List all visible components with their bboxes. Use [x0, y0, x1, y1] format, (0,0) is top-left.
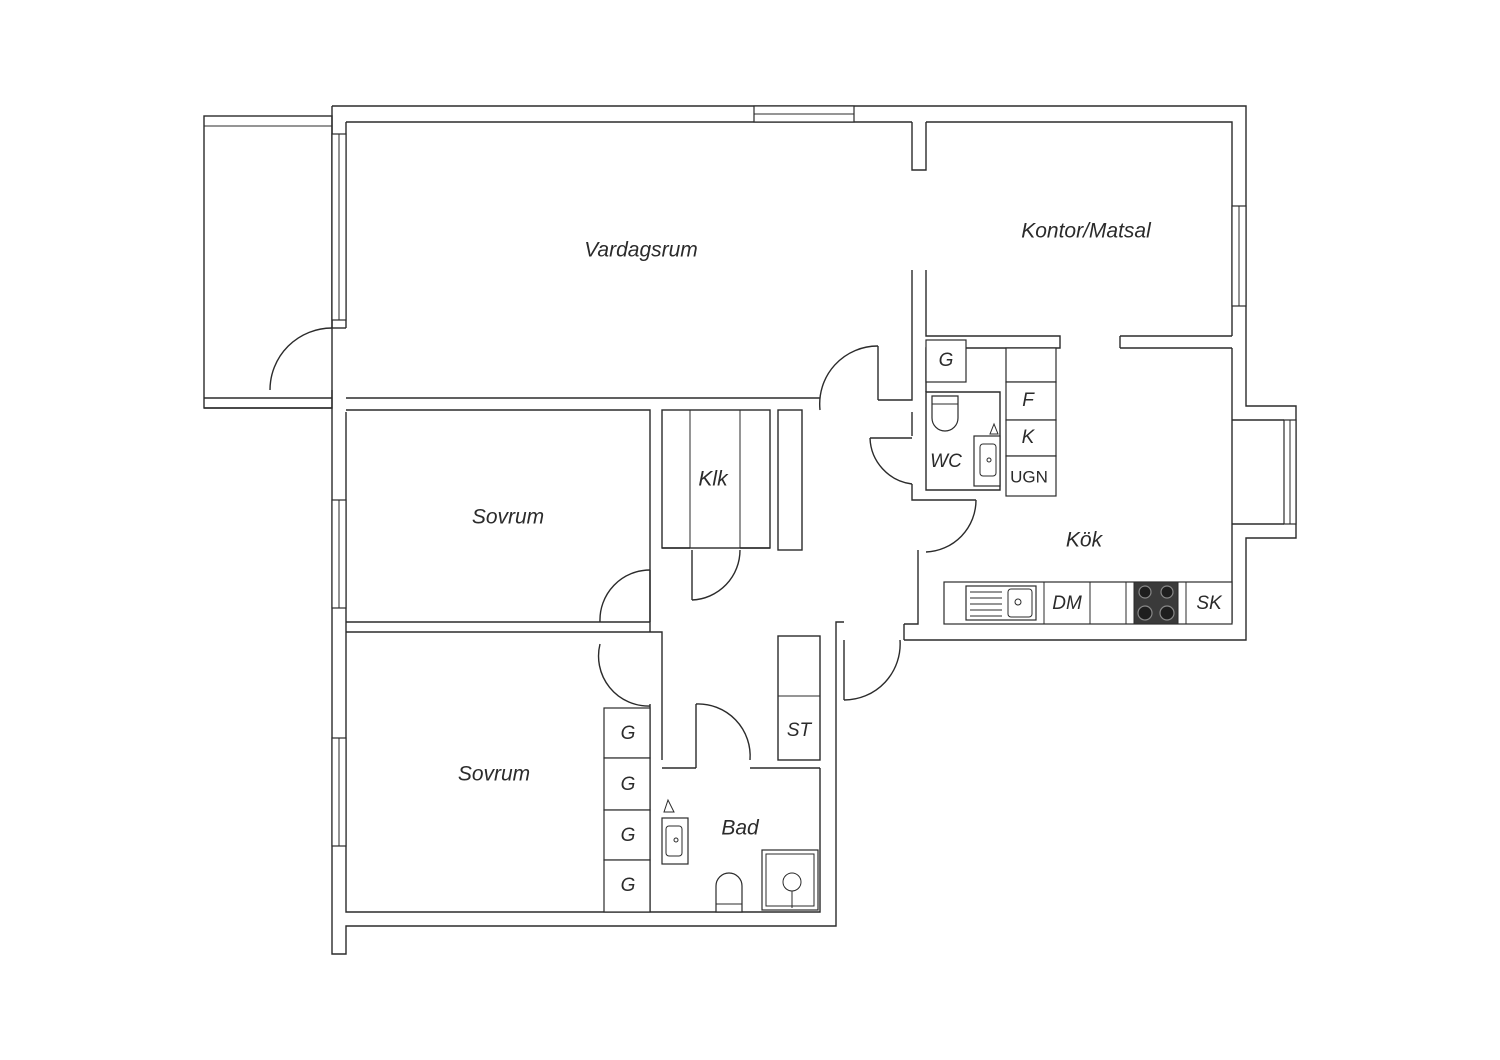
label-wc: WC: [930, 451, 962, 472]
doors: [269, 327, 977, 768]
label-kontor-matsal: Kontor/Matsal: [1021, 220, 1152, 243]
wc-sink-icon: [973, 422, 1001, 487]
wc-fixtures: [931, 395, 1001, 487]
label-klk: Klk: [698, 468, 729, 491]
label-g-wardrobe: G: [939, 350, 954, 371]
label-st: ST: [787, 720, 813, 741]
stove-icon: [1133, 581, 1179, 625]
label-sovrum-2: Sovrum: [458, 763, 530, 786]
bathroom-sink-icon: [661, 798, 689, 865]
kitchen-fixtures: [925, 339, 1233, 625]
kitchen-sink-icon: [965, 585, 1037, 621]
outer-walls: [203, 105, 1297, 955]
interior-walls: [204, 122, 1232, 912]
label-sovrum-1: Sovrum: [472, 506, 544, 529]
bathroom-toilet-icon: [715, 872, 743, 913]
label-g-3: G: [621, 825, 636, 846]
label-vardagsrum: Vardagsrum: [584, 239, 698, 262]
label-g-1: G: [621, 723, 636, 744]
bathroom-fixtures: [603, 707, 819, 913]
label-bad: Bad: [721, 817, 760, 840]
label-dm: DM: [1052, 593, 1082, 614]
room-labels: Vardagsrum Kontor/Matsal Sovrum Sovrum K…: [458, 220, 1152, 840]
label-g-4: G: [621, 875, 636, 896]
fixture-labels: G F K UGN DM SK ST G G G G: [621, 350, 1223, 896]
label-f: F: [1022, 390, 1035, 411]
label-g-2: G: [621, 774, 636, 795]
label-k: K: [1022, 427, 1036, 448]
toilet-icon: [931, 395, 959, 432]
label-kok: Kök: [1066, 529, 1104, 552]
label-sk: SK: [1196, 593, 1223, 614]
label-ugn: UGN: [1010, 467, 1048, 486]
shower-icon: [761, 849, 819, 911]
